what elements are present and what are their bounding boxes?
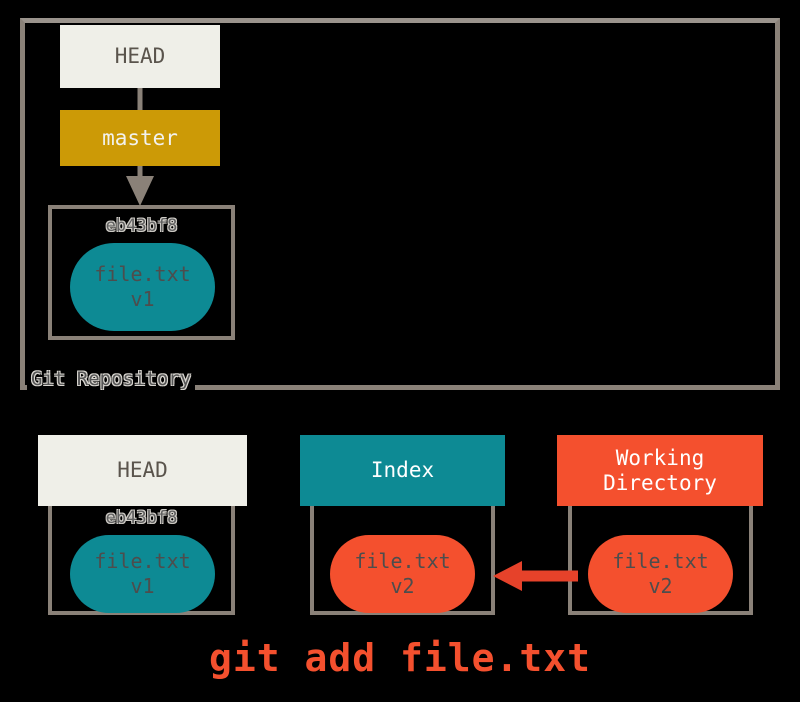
area-head-box: HEAD [38, 435, 247, 506]
repo-branch-box: master [60, 110, 220, 166]
area-head-label: HEAD [117, 458, 168, 483]
command-caption: git add file.txt [208, 636, 592, 680]
repo-head-box: HEAD [60, 25, 220, 88]
repo-head-label: HEAD [114, 44, 166, 69]
area-index-container [310, 506, 495, 615]
area-index-blob-filename: file.txt [354, 549, 451, 573]
area-head-hash: eb43bf8 [105, 508, 178, 528]
area-working-directory-blob: file.txt v2 [588, 535, 733, 613]
area-head-blob: file.txt v1 [70, 535, 215, 613]
repo-commit-blob-filename: file.txt [94, 262, 191, 286]
area-head-container [48, 506, 235, 615]
git-repository-frame [20, 18, 780, 390]
area-index-blob-version: v2 [390, 574, 415, 598]
repo-commit-blob-version: v1 [130, 287, 155, 311]
area-working-directory-label: Working Directory [603, 446, 717, 495]
repo-commit-hash: eb43bf8 [105, 216, 178, 236]
area-working-directory-box: Working Directory [557, 435, 763, 506]
area-working-directory-blob-filename: file.txt [612, 549, 709, 573]
area-index-blob: file.txt v2 [330, 535, 475, 613]
area-working-directory-blob-version: v2 [648, 574, 673, 598]
repo-branch-label: master [102, 125, 178, 150]
area-index-box: Index [300, 435, 505, 506]
git-repository-label: Git Repository [27, 368, 196, 390]
area-working-directory-container [568, 506, 753, 615]
repo-commit-blob: file.txt v1 [70, 243, 215, 331]
repo-commit-container [48, 205, 235, 340]
area-head-blob-version: v1 [130, 574, 155, 598]
area-index-label: Index [370, 458, 435, 483]
area-head-blob-filename: file.txt [94, 549, 191, 573]
